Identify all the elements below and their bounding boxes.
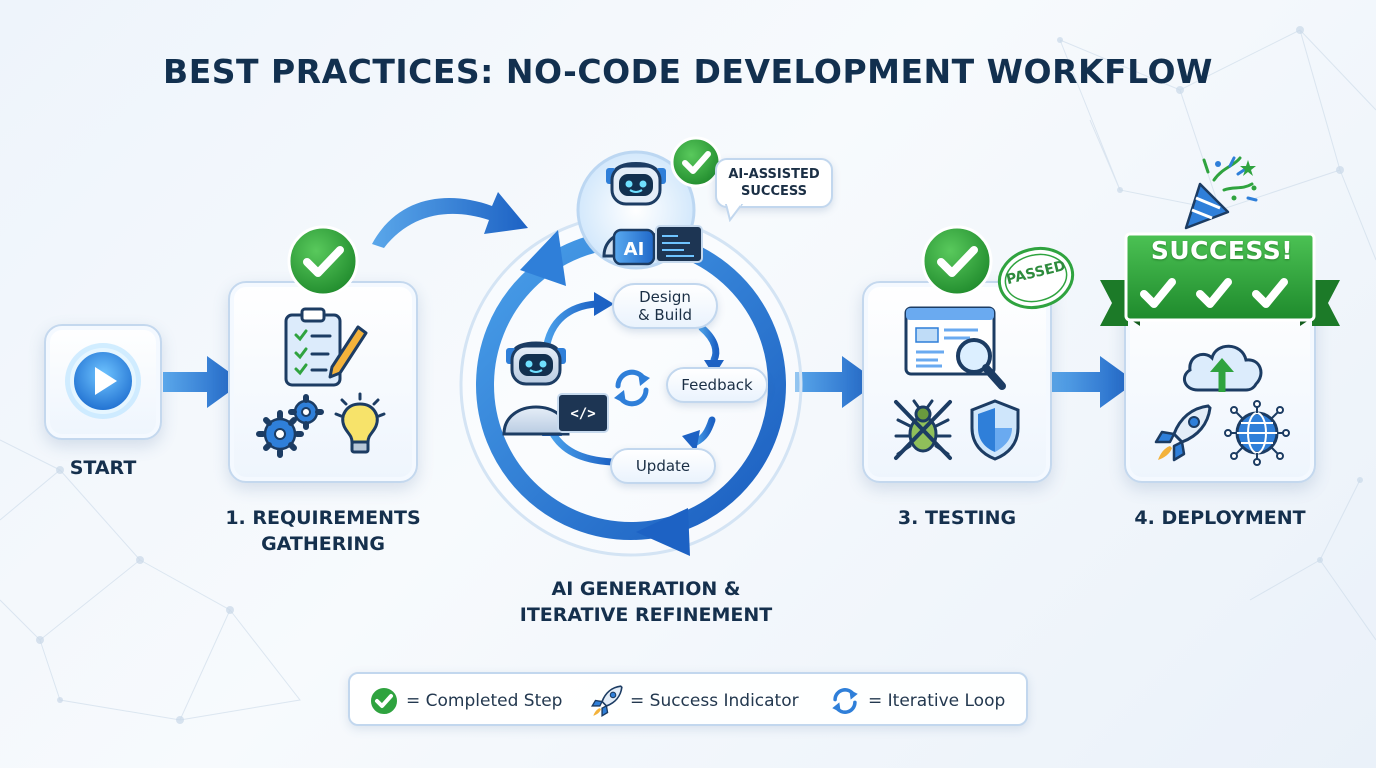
bug-crossed-icon [894,399,952,460]
design-build-line2: & Build [637,306,693,324]
gears-icon [256,394,324,458]
legend-completed: = Completed Step [368,674,562,728]
design-build-line1: Design [639,288,691,306]
code-glyph-text: </> [570,406,595,422]
requirements-label-line1: 1. REQUIREMENTS [225,507,421,529]
robot-icon: </> [502,341,609,436]
legend-iterative: = Iterative Loop [828,674,1005,728]
arrow-start-to-requirements [163,356,243,408]
testing-label: 3. TESTING [897,507,1017,529]
ai-robot-badge: AI [576,150,703,270]
ai-generation-label-line2: ITERATIVE REFINEMENT [519,604,773,626]
clipboard-pencil-icon [284,307,368,387]
loop-step-design-build: Design & Build [612,283,718,329]
ai-generation-label: AI GENERATION & ITERATIVE REFINEMENT [496,576,796,628]
legend-iterative-text: = Iterative Loop [868,691,1006,711]
success-banner-text: SUCCESS! [1150,236,1294,265]
check-circle-icon [369,686,399,716]
lightbulb-icon [334,392,386,454]
ai-generation-label-line1: AI GENERATION & [551,578,741,600]
arrow-loop-to-testing [795,356,878,408]
success-banner [1100,232,1340,326]
bubble-line1: AI-ASSISTED [728,167,820,182]
ai-assisted-success-bubble: AI-ASSISTED SUCCESS [715,158,833,208]
check-circle-icon [287,225,359,297]
bubble-tail [724,204,744,222]
legend: = Completed Step = Success Indicator = I… [348,672,1028,726]
ai-badge-text: AI [624,239,645,260]
loop-step-feedback: Feedback [666,367,768,403]
page-title: BEST PRACTICES: NO-CODE DEVELOPMENT WORK… [163,52,1213,91]
requirements-label-line2: GATHERING [261,533,385,555]
party-popper-icon [1184,156,1258,230]
shield-icon [970,399,1020,461]
rocket-icon [590,685,623,718]
rocket-icon [1154,404,1212,462]
start-label: START [69,457,137,479]
refresh-icon [832,688,858,714]
browser-magnifier-icon [904,306,1006,390]
globe-network-icon [1224,400,1290,466]
play-icon [65,343,141,419]
legend-completed-text: = Completed Step [406,691,563,711]
arrow-testing-to-deployment [1052,356,1136,408]
requirements-label: 1. REQUIREMENTS GATHERING [208,505,438,557]
refresh-icon [614,369,650,407]
cloud-upload-icon [1182,344,1263,392]
check-circle-icon [921,225,993,297]
deployment-label: 4. DEPLOYMENT [1134,507,1306,529]
bubble-line2: SUCCESS [740,184,808,199]
passed-stamp [997,246,1075,310]
loop-step-update: Update [610,448,716,484]
legend-success-text: = Success Indicator [630,691,799,711]
curved-arrow-to-ai [372,192,528,248]
legend-success: = Success Indicator [590,674,799,728]
